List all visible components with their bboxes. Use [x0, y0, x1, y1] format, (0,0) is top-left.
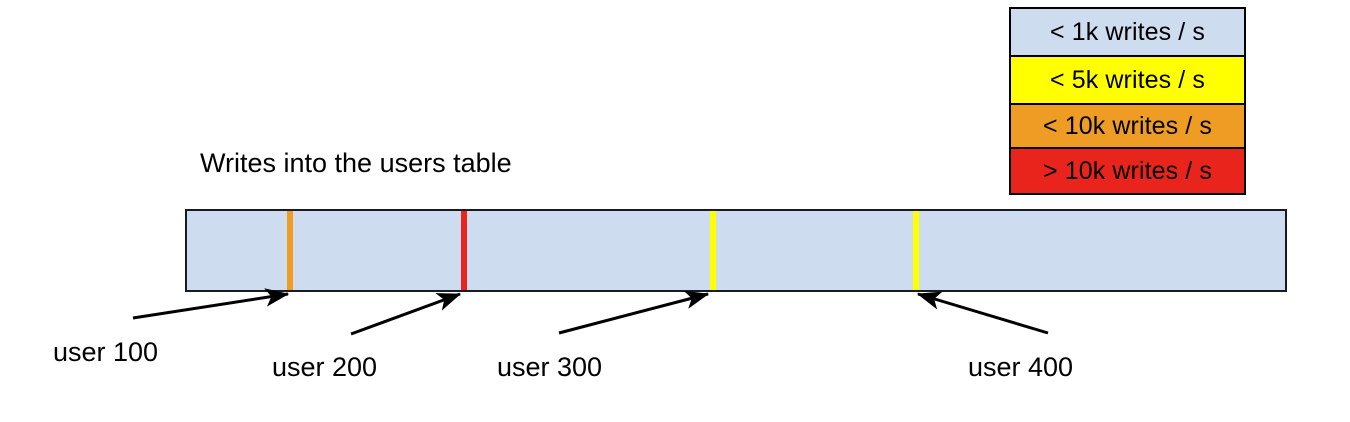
legend-entry-gt-10k: > 10k writes / s: [1011, 147, 1244, 193]
legend-entry-label: > 10k writes / s: [1042, 156, 1213, 185]
legend-entry-lt-1k: < 1k writes / s: [1011, 9, 1244, 55]
legend-entry-label: < 5k writes / s: [1049, 65, 1205, 94]
legend-entry-label: < 10k writes / s: [1042, 111, 1213, 140]
callout-label-user-300: user 300: [497, 352, 603, 382]
users-table-bar: [185, 209, 1287, 292]
bar-marker-user-300: [710, 211, 716, 290]
callout-arrow-user-300: [558, 290, 710, 335]
bar-marker-user-100: [287, 211, 293, 290]
bar-marker-user-200: [461, 211, 467, 290]
callout-arrow-user-100: [132, 288, 290, 320]
legend-entry-lt-10k: < 10k writes / s: [1011, 103, 1244, 147]
legend-entry-label: < 1k writes / s: [1049, 17, 1205, 46]
callout-arrow-user-200: [350, 292, 462, 336]
callout-label-user-200: user 200: [272, 352, 378, 382]
diagram-title: Writes into the users table: [200, 148, 512, 178]
legend-entry-lt-5k: < 5k writes / s: [1011, 55, 1244, 103]
write-rate-legend: < 1k writes / s < 5k writes / s < 10k wr…: [1009, 7, 1246, 195]
callout-arrow-user-400: [916, 291, 1049, 335]
callout-label-user-400: user 400: [968, 352, 1074, 382]
bar-marker-user-400: [913, 211, 919, 290]
callout-label-user-100: user 100: [53, 337, 159, 367]
